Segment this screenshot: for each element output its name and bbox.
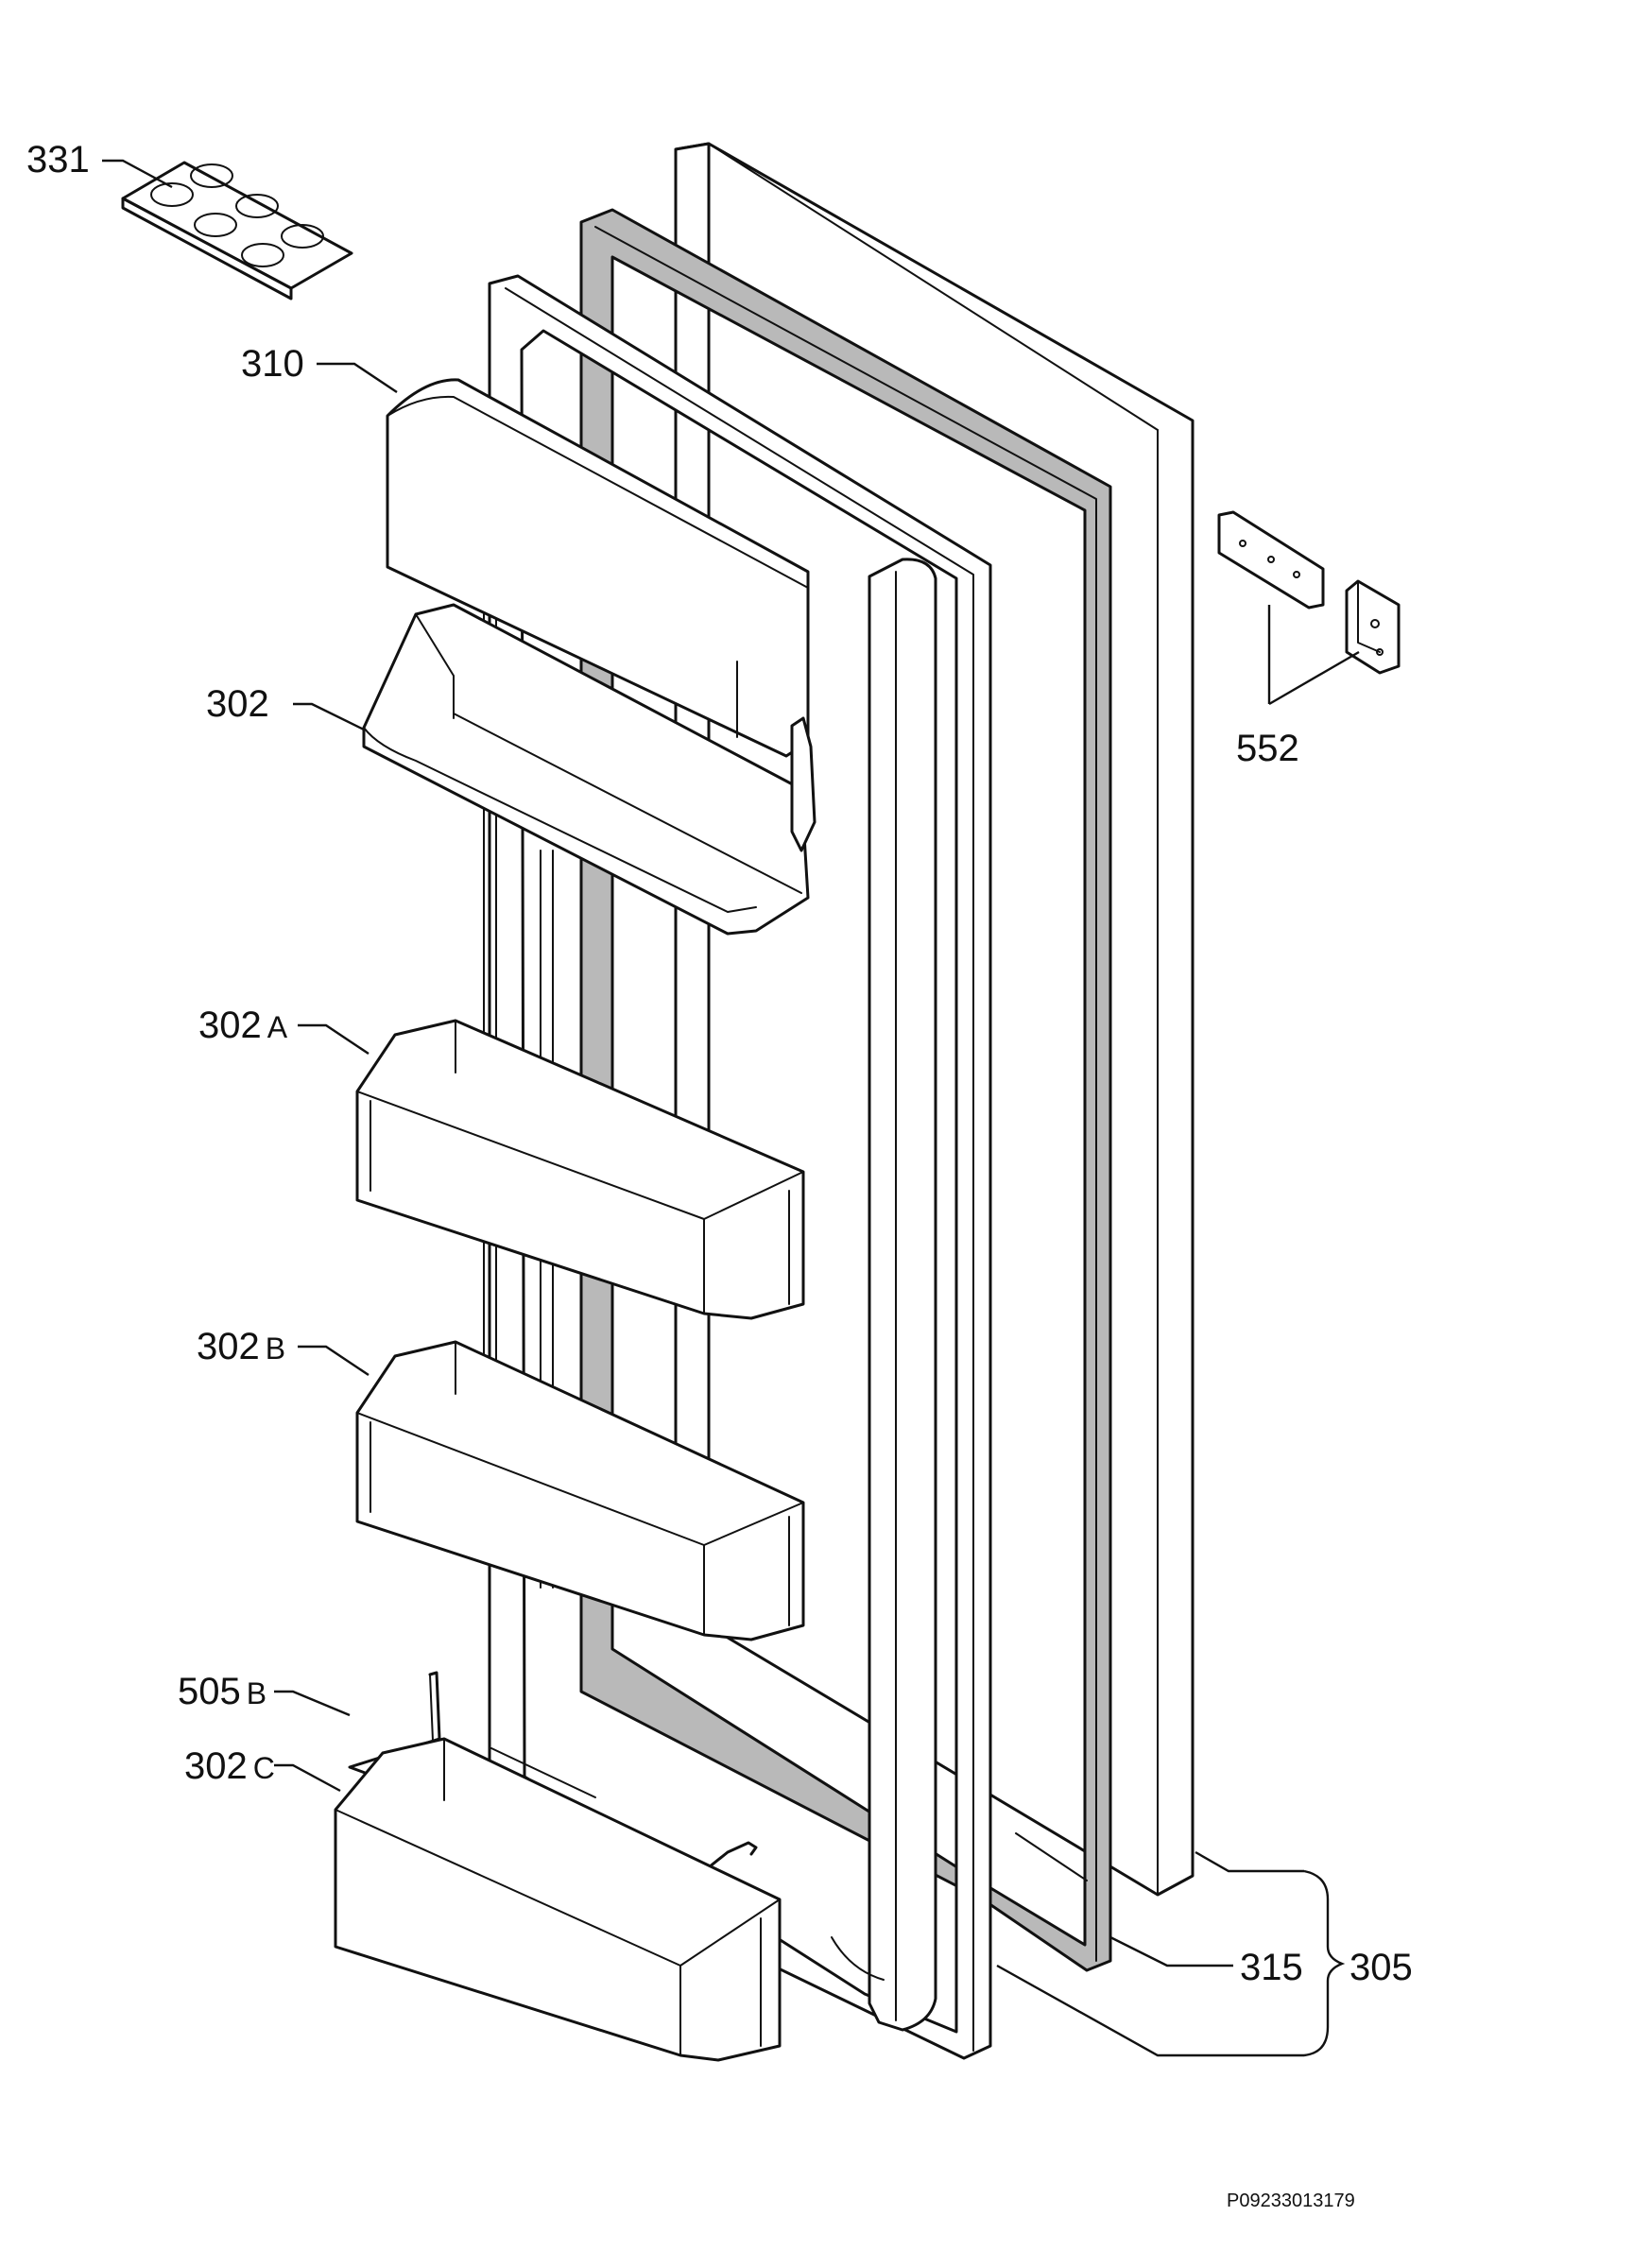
label-305: 305 (1349, 1947, 1413, 1988)
label-331: 331 (26, 139, 90, 180)
label-302a-number: 302 (198, 1005, 262, 1046)
dairy-compartment (362, 603, 816, 936)
label-302c-suffix: C (253, 1751, 275, 1785)
label-505b-number: 505 (178, 1671, 241, 1712)
door-shelf-c (334, 1737, 782, 2062)
door-shelf-b (355, 1340, 805, 1641)
hinge-bracket-pair (1217, 510, 1401, 675)
egg-tray (121, 161, 353, 301)
label-302a-suffix: A (267, 1010, 288, 1044)
label-310: 310 (241, 343, 304, 385)
label-302c-number: 302 (184, 1745, 248, 1787)
label-552: 552 (1236, 728, 1299, 769)
label-302b-number: 302 (197, 1326, 260, 1367)
label-302b-suffix: B (266, 1332, 285, 1366)
label-315: 315 (1240, 1947, 1303, 1988)
label-505b-suffix: B (247, 1676, 266, 1710)
leader-lines (102, 159, 1360, 2057)
label-302: 302 (206, 683, 269, 725)
door-shelf-a (355, 1019, 805, 1320)
reference-code: P09233013179 (1227, 2191, 1355, 2211)
